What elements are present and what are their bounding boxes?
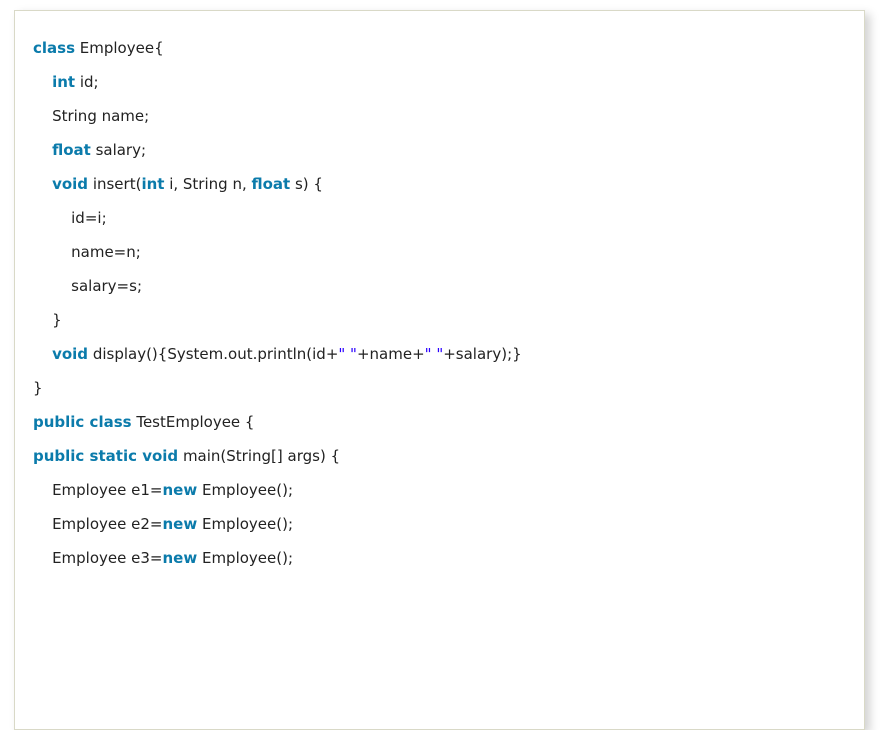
code-text: Employee(); — [197, 481, 294, 499]
code-keyword: class — [33, 39, 76, 57]
code-string-literal: " " — [424, 345, 444, 363]
code-text: String name; — [33, 107, 150, 125]
code-keyword: int — [141, 175, 165, 193]
code-text: Employee(); — [197, 549, 294, 567]
code-line: void insert(int i, String n, float s) { — [33, 167, 854, 201]
code-line: } — [33, 303, 854, 337]
code-keyword: int — [52, 73, 76, 91]
code-keyword: new — [162, 549, 198, 567]
code-line: float salary; — [33, 133, 854, 167]
code-text: display(){System.out.println(id+ — [88, 345, 339, 363]
code-keyword: float — [52, 141, 91, 159]
code-keyword: void — [52, 345, 89, 363]
code-text: } — [33, 379, 43, 397]
code-text — [33, 175, 52, 193]
code-line: } — [33, 371, 854, 405]
code-text: main(String[] args) { — [178, 447, 341, 465]
code-line: int id; — [33, 65, 854, 99]
code-text: Employee e3= — [33, 549, 163, 567]
code-line: id=i; — [33, 201, 854, 235]
code-line: Employee e3=new Employee(); — [33, 541, 854, 575]
code-text: i, String n, — [164, 175, 252, 193]
code-text: +salary);} — [443, 345, 522, 363]
code-text: Employee e1= — [33, 481, 163, 499]
code-keyword: new — [162, 515, 198, 533]
code-text: id=i; — [33, 209, 107, 227]
code-line: void display(){System.out.println(id+" "… — [33, 337, 854, 371]
code-line: public static void main(String[] args) { — [33, 439, 854, 473]
code-keyword: public static void — [33, 447, 179, 465]
code-text: Employee{ — [75, 39, 164, 57]
code-text: +name+ — [356, 345, 425, 363]
code-block: class Employee{ int id; String name; flo… — [14, 10, 865, 730]
code-line: name=n; — [33, 235, 854, 269]
code-text: TestEmployee { — [131, 413, 255, 431]
code-line: public class TestEmployee { — [33, 405, 854, 439]
code-string-literal: " " — [338, 345, 357, 363]
code-line: salary=s; — [33, 269, 854, 303]
code-line: class Employee{ — [33, 31, 854, 65]
code-text: Employee(); — [197, 515, 294, 533]
code-text: s) { — [290, 175, 323, 193]
code-text: salary=s; — [33, 277, 142, 295]
code-line: Employee e2=new Employee(); — [33, 507, 854, 541]
code-text — [33, 73, 52, 91]
code-text — [33, 345, 52, 363]
code-keyword: new — [162, 481, 198, 499]
code-text: id; — [75, 73, 99, 91]
code-line: String name; — [33, 99, 854, 133]
code-line: Employee e1=new Employee(); — [33, 473, 854, 507]
code-text: insert( — [88, 175, 142, 193]
code-keyword: void — [52, 175, 89, 193]
code-text: salary; — [90, 141, 147, 159]
code-keyword: float — [251, 175, 291, 193]
code-text: name=n; — [33, 243, 141, 261]
code-keyword: public class — [33, 413, 132, 431]
code-text: } — [33, 311, 62, 329]
code-text — [33, 141, 52, 159]
code-text: Employee e2= — [33, 515, 163, 533]
